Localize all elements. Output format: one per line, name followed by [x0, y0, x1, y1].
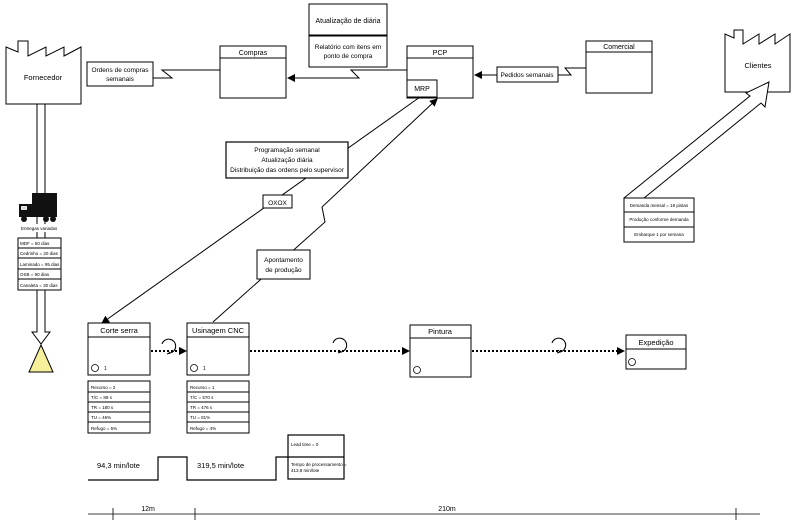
svg-text:Lead time = 0: Lead time = 0 — [291, 442, 319, 447]
daily-update-line-2: ponto de compra — [324, 53, 373, 60]
oxox-box: OXOX — [262, 194, 293, 209]
comercial-label: Comercial — [603, 44, 635, 51]
comercial-box: Comercial — [585, 40, 653, 94]
feedback-flow-from-cnc — [212, 98, 438, 323]
operator-icon — [91, 364, 99, 372]
process-name: Corte serra — [100, 326, 138, 335]
timeline-value-2: 319,5 min/lote — [197, 461, 244, 470]
svg-text:Laminado = 95 dias: Laminado = 95 dias — [20, 262, 60, 267]
process-name: Expedição — [638, 338, 673, 347]
schedule-arrow-to-corte — [101, 96, 421, 324]
svg-text:Programação semanal: Programação semanal — [254, 147, 320, 154]
svg-text:413,8 min/lote: 413,8 min/lote — [291, 468, 320, 473]
process-data-cnc: Recurso = 1 T/C = 570 s TR = 476 s TU = … — [186, 380, 250, 434]
svg-text:Atualização diária: Atualização diária — [261, 157, 313, 164]
svg-text:Apontamento: Apontamento — [264, 257, 303, 264]
operator-icon — [628, 358, 636, 366]
svg-text:Refugo = 4%: Refugo = 4% — [190, 426, 216, 431]
operator-icon — [190, 364, 198, 372]
svg-text:TR = 476 s: TR = 476 s — [190, 405, 213, 410]
svg-text:OXOX: OXOX — [268, 200, 287, 207]
orders-to-supplier-label: Ordens de compras semanais — [86, 61, 154, 87]
svg-text:TR = 180 s: TR = 180 s — [91, 405, 114, 410]
svg-text:Recurso = 2: Recurso = 2 — [91, 385, 116, 390]
compras-box: Compras — [219, 45, 287, 99]
svg-text:1: 1 — [104, 366, 107, 372]
svg-text:T/C = 570 s: T/C = 570 s — [190, 395, 214, 400]
pcp-label: PCP — [433, 50, 448, 57]
info-flow-pcp-to-compras — [287, 69, 407, 82]
process-pintura: Pintura — [409, 324, 472, 378]
daily-update-box: Atualização de diária Relatório com iten… — [308, 3, 388, 68]
production-report-box: Apontamento de produção — [256, 249, 311, 280]
svg-text:TU = 46%: TU = 46% — [91, 415, 111, 420]
svg-text:MDF = 50 dias: MDF = 50 dias — [20, 241, 50, 246]
svg-text:Produção conforme demanda: Produção conforme demanda — [629, 217, 689, 222]
compras-label: Compras — [239, 50, 268, 57]
svg-text:Tempo de processamento =: Tempo de processamento = — [291, 462, 347, 467]
process-corte-serra: Corte serra 1 — [87, 322, 151, 376]
customer-info-arrow — [623, 81, 770, 208]
svg-text:T/C = 89 s: T/C = 89 s — [91, 395, 113, 400]
lead-time-box: Lead time = 0 Tempo de processamento = 4… — [287, 434, 347, 480]
orders-line-2: semanais — [106, 76, 135, 83]
svg-text:Cedrinho = 20 dias: Cedrinho = 20 dias — [20, 251, 59, 256]
svg-text:Refugo = 5%: Refugo = 5% — [91, 426, 117, 431]
customer-label: Clientes — [744, 61, 771, 70]
svg-text:Demanda mensal = 18 pistas: Demanda mensal = 18 pistas — [630, 203, 689, 208]
svg-text:1: 1 — [203, 366, 206, 372]
distance-ruler — [88, 508, 760, 520]
svg-text:TU = 81%: TU = 81% — [190, 415, 210, 420]
svg-text:Canaleta = 30 dias: Canaleta = 30 dias — [20, 283, 58, 288]
timeline-line — [88, 456, 288, 481]
cycle-icons — [161, 337, 567, 355]
daily-update-line-1: Relatório com itens em — [315, 44, 381, 51]
inventory-triangle-icon — [28, 343, 54, 373]
svg-text:OSB = 90 dias: OSB = 90 dias — [20, 272, 50, 277]
distance-1: 12m — [141, 506, 155, 513]
pcp-box: PCP MRP — [406, 45, 474, 99]
weekly-orders-label: Pedidos semanais — [496, 66, 559, 83]
timeline-value-1: 94,3 min/lote — [97, 461, 140, 470]
process-expedicao: Expedição — [625, 334, 687, 370]
distance-2: 210m — [438, 506, 456, 513]
truck-icon — [19, 193, 57, 222]
process-name: Pintura — [428, 327, 453, 336]
supplier-factory-icon: Fornecedor — [5, 40, 82, 105]
process-usinagem-cnc: Usinagem CNC 1 — [186, 322, 250, 376]
orders-line-1: Ordens de compras — [91, 67, 149, 74]
svg-text:Pedidos semanais: Pedidos semanais — [500, 72, 554, 79]
process-name: Usinagem CNC — [192, 326, 245, 335]
truck-caption: Entregas variadas — [21, 226, 58, 231]
daily-update-title: Atualização de diária — [316, 18, 381, 25]
mrp-label: MRP — [414, 86, 430, 93]
svg-text:Embarque 1 por semana: Embarque 1 por semana — [634, 232, 684, 237]
customer-data-box: Demanda mensal = 18 pistas Produção conf… — [623, 197, 695, 243]
svg-text:Recurso = 1: Recurso = 1 — [190, 385, 215, 390]
schedule-box: Programação semanal Atualização diária D… — [225, 141, 349, 179]
svg-text:de produção: de produção — [265, 267, 302, 274]
mrp-box — [406, 79, 438, 98]
svg-text:Distribuição das ordens pelo s: Distribuição das ordens pelo supervisor — [230, 167, 345, 174]
supplier-label: Fornecedor — [24, 73, 63, 82]
customer-factory-icon: Clientes — [724, 29, 791, 93]
operator-icon — [413, 366, 421, 374]
process-data-corte: Recurso = 2 T/C = 89 s TR = 180 s TU = 4… — [87, 380, 151, 434]
inventory-list: MDF = 50 dias Cedrinho = 20 dias Laminad… — [17, 237, 62, 291]
